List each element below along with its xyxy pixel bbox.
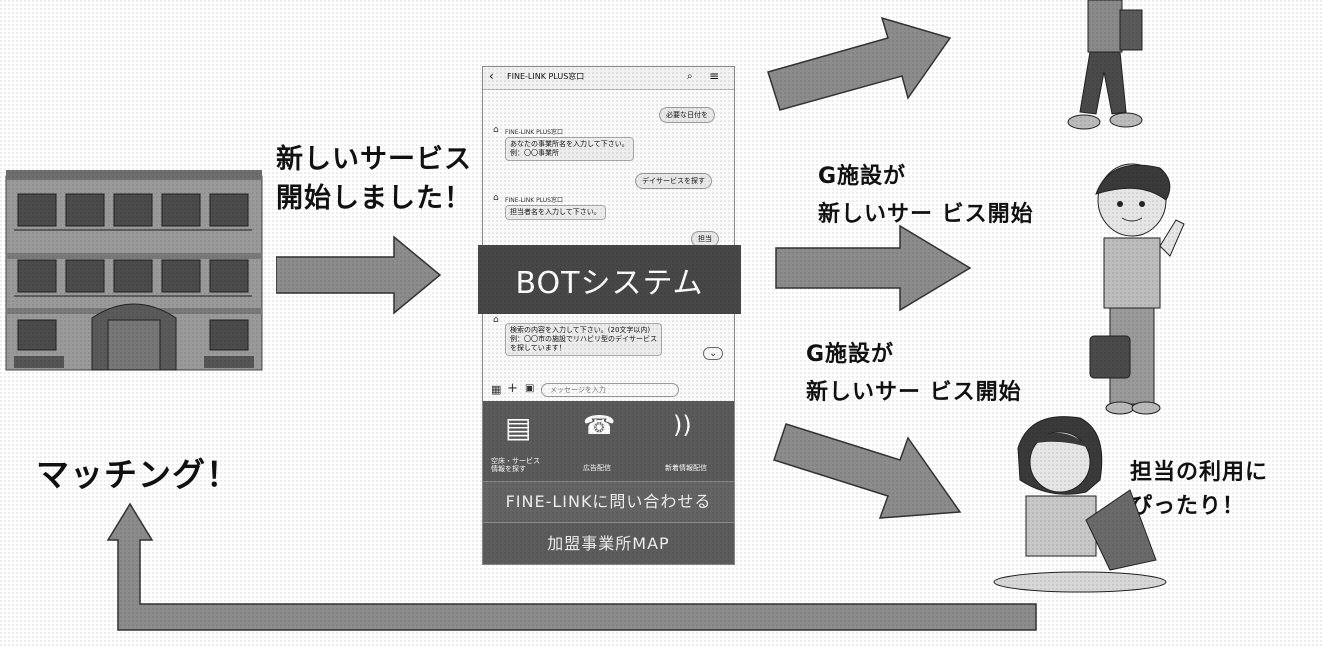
- chatbot-phone-screen: ‹ FINE-LINK PLUS窓口 ⌕ ≡ 必要な日付を ⌂ FINE-LIN…: [482, 66, 735, 565]
- rich-menu-label-1: 空床・サービス 情報を探す: [491, 457, 540, 473]
- matching-label: マッチング！: [36, 455, 240, 494]
- bot-avatar-icon: ⌂: [493, 315, 499, 325]
- bot-name-1: FINE-LINK PLUS窓口: [505, 129, 563, 136]
- expand-chevron-icon[interactable]: ⌄: [703, 347, 724, 360]
- phone-header: ‹ FINE-LINK PLUS窓口 ⌕ ≡: [483, 67, 734, 90]
- inquire-button[interactable]: FINE-LINKに問い合わせる: [483, 481, 734, 522]
- menu-icon[interactable]: ≡: [709, 69, 720, 83]
- user-caption-3: 担当の利用に ぴったり！: [1130, 460, 1269, 519]
- bot-avatar-icon: ⌂: [493, 193, 499, 203]
- facility-building-illustration: [5, 170, 263, 371]
- advertising-icon[interactable]: ☎: [583, 411, 616, 441]
- back-chevron-icon[interactable]: ‹: [489, 69, 494, 83]
- arrow-bot-to-user-2: [775, 224, 972, 312]
- bot-message-1: あなたの事業所名を入力して下さい。 例：〇〇事業所: [505, 137, 634, 161]
- care-manager-illustration: [993, 416, 1167, 593]
- walking-person-illustration: [1067, 0, 1143, 130]
- bot-system-banner: BOTシステム: [478, 245, 741, 314]
- image-icon[interactable]: ▣: [525, 383, 535, 394]
- rich-menu-label-2: 広告配信: [583, 464, 611, 472]
- broadcast-icon[interactable]: )): [673, 411, 692, 439]
- bot-message-3: 検索の内容を入力して下さい。(20文字以内) 例：〇〇市の施設でリハビリ型のデイ…: [505, 323, 662, 356]
- bot-message-2: 担当者名を入力して下さい。: [505, 205, 606, 220]
- arrow-bot-to-user-3: [773, 423, 962, 519]
- staff-person-illustration: [1089, 163, 1185, 415]
- bot-name-2: FINE-LINK PLUS窓口: [505, 197, 563, 204]
- user-message-2: デイサービスを探す: [635, 173, 712, 189]
- phone-header-title: FINE-LINK PLUS窓口: [507, 72, 585, 81]
- user-message-1: 必要な日付を: [659, 107, 715, 123]
- message-input[interactable]: メッセージを入力: [541, 383, 679, 397]
- rich-menu-panel: ▤ ☎ )) 空床・サービス 情報を探す 広告配信 新着情報配信: [483, 401, 734, 481]
- bot-avatar-icon: ⌂: [493, 125, 499, 135]
- rich-menu-label-3: 新着情報配信: [665, 464, 707, 472]
- arrow-building-to-bot: [276, 235, 442, 315]
- calendar-icon[interactable]: ▤: [505, 411, 532, 444]
- keyboard-icon[interactable]: ▦: [491, 383, 502, 396]
- service-start-caption: 新しいサービス 開始しました！: [276, 144, 472, 214]
- plus-icon[interactable]: +: [507, 381, 518, 396]
- feedback-arrow: [106, 502, 1037, 631]
- arrow-bot-to-user-1: [767, 16, 952, 111]
- user-caption-1: G施設が 新しいサー ビス開始: [818, 164, 1034, 227]
- search-icon[interactable]: ⌕: [687, 71, 693, 82]
- member-map-button[interactable]: 加盟事業所MAP: [483, 522, 734, 564]
- user-caption-2: G施設が 新しいサー ビス開始: [806, 342, 1022, 405]
